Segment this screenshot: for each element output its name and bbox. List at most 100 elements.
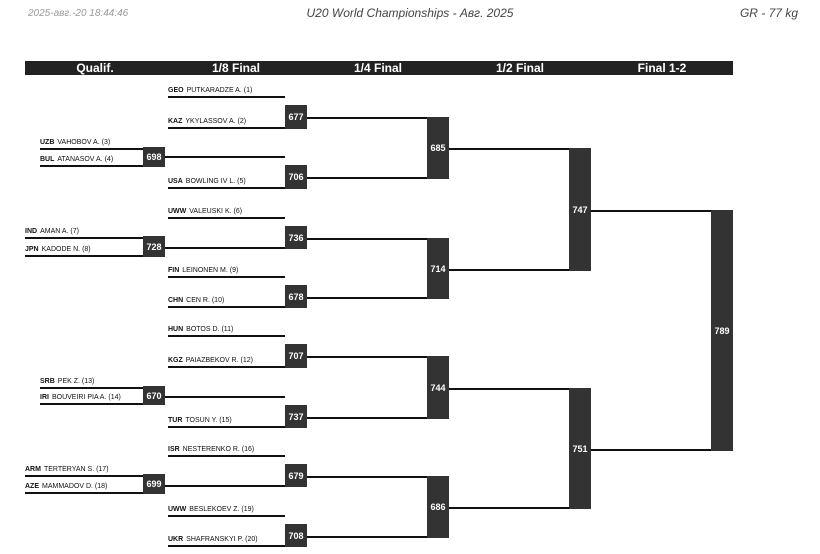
athlete-name: VALEUSKI K. (6) [189, 208, 243, 215]
athlete-name: PUTKARADZE A. (1) [186, 87, 253, 94]
athlete-name: PEK Z. (13) [57, 378, 95, 385]
entry-line [25, 492, 143, 494]
athlete-name: ATANASOV A. (4) [57, 156, 114, 163]
entry-line [168, 335, 285, 337]
connector-line [307, 177, 427, 179]
nation-code: KGZ [168, 357, 183, 364]
athlete-name: BOTOS D. (11) [186, 326, 234, 333]
nation-code: IRI [40, 394, 49, 401]
bout-box: 677 [285, 105, 307, 129]
timestamp: 2025-авг.-20 18:44:46 [28, 8, 129, 19]
connector-line [165, 247, 285, 249]
connector-line [449, 388, 569, 390]
entry-line [25, 255, 143, 257]
bout-number: 736 [288, 232, 304, 243]
nation-code: UZB [40, 139, 55, 146]
bout-box: 744 [427, 356, 449, 419]
bout-number: 737 [288, 411, 304, 422]
bout-box: 707 [285, 344, 307, 368]
connector-line [307, 417, 427, 419]
nation-code: AZE [25, 483, 39, 490]
bout-box: 708 [285, 524, 307, 547]
entry-line [40, 165, 143, 167]
entry-line [40, 403, 143, 405]
entry-line [168, 96, 285, 98]
bout-number: 677 [288, 112, 304, 122]
entry-line [168, 515, 285, 517]
entry-line [168, 366, 285, 368]
bout-box: 706 [285, 165, 307, 189]
bout-number: 685 [430, 143, 446, 153]
entry-line [40, 387, 143, 389]
bout-number: 678 [288, 291, 304, 302]
nation-code: UWW [168, 208, 187, 215]
entry-line [168, 187, 285, 189]
bout-number: 728 [146, 241, 162, 252]
nation-code: HUN [168, 326, 184, 333]
nation-code: ARM [25, 466, 41, 473]
athlete-name: BOWLING IV L. (5) [185, 178, 246, 185]
bout-number: 706 [288, 172, 304, 182]
connector-line [165, 396, 285, 398]
bout-number: 699 [146, 479, 162, 489]
athlete-name: AMAN A. (7) [40, 228, 79, 235]
nation-code: FIN [168, 267, 180, 274]
athlete-name: BESLEKOEV Z. (19) [189, 506, 254, 513]
connector-line [307, 117, 427, 119]
entry-line [25, 237, 143, 239]
athlete-name: SHAFRANSKYI P. (20) [186, 536, 258, 543]
bout-box: 699 [143, 474, 165, 494]
connector-line [307, 297, 427, 299]
bout-box: 747 [569, 148, 591, 271]
column-header-sf: 1/2 Final [449, 61, 591, 75]
column-header-final: Final 1-2 [591, 61, 733, 75]
connector-line [307, 238, 427, 240]
entry-line [168, 127, 285, 129]
nation-code: GEO [168, 87, 184, 94]
athlete-name: VAHOBOV A. (3) [57, 139, 111, 146]
athlete-name: MAMMADOV D. (18) [42, 483, 108, 490]
bout-box: 728 [143, 236, 165, 257]
bout-box: 714 [427, 238, 449, 299]
nation-code: BUL [40, 156, 55, 163]
bout-number: 747 [572, 204, 588, 215]
bout-number: 708 [288, 530, 304, 541]
nation-code: TUR [168, 417, 183, 424]
entry-line [168, 455, 285, 457]
entry-line [25, 475, 143, 477]
nation-code: SRB [40, 378, 55, 385]
athlete-name: PAIAZBEKOV R. (12) [185, 357, 253, 364]
bout-number: 789 [714, 325, 730, 336]
nation-code: UKR [168, 536, 184, 543]
column-header-qf: 1/4 Final [307, 61, 449, 75]
entry-line [40, 148, 143, 150]
event-title: U20 World Championships - Авг. 2025 [306, 6, 514, 20]
nation-code: UWW [168, 506, 187, 513]
column-header-r16: 1/8 Final [165, 61, 307, 75]
column-header-qualif: Qualif. [25, 61, 165, 75]
bout-number: 670 [146, 390, 162, 401]
bout-number: 714 [430, 263, 446, 274]
bout-number: 744 [430, 382, 446, 393]
connector-line [307, 356, 427, 358]
bout-number: 698 [146, 152, 162, 162]
connector-line [165, 485, 285, 487]
bout-number: 686 [430, 502, 446, 512]
